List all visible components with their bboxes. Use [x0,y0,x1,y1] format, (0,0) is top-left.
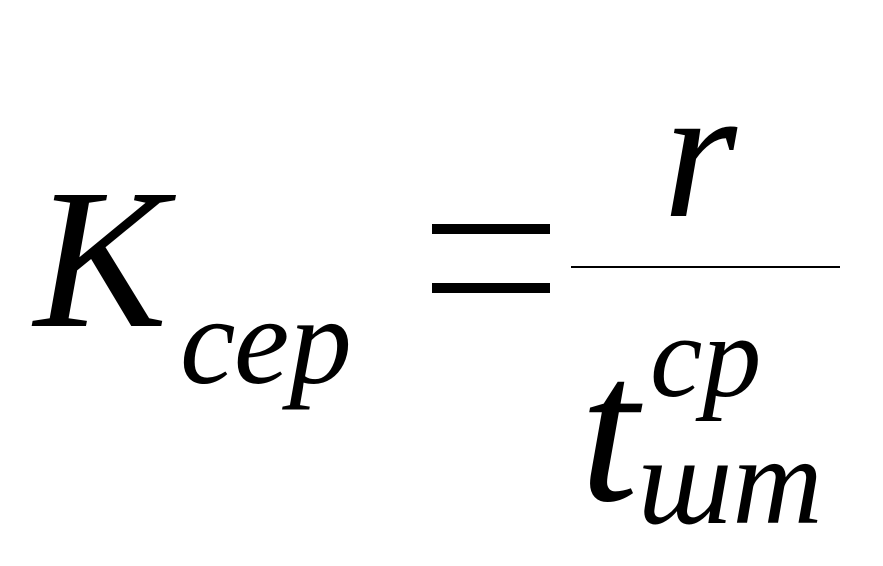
lhs-subscript: сер [180,273,352,411]
equals-bar-top [432,224,550,234]
denominator-symbol: t [580,314,639,546]
denominator-superscript: ср [650,291,762,422]
equals-bar-bottom [432,283,550,293]
equals-sign [432,224,550,294]
lhs-symbol: K [34,149,168,370]
fraction-line [571,266,840,268]
denominator-subscript: шт [638,413,823,551]
fraction-numerator: r [663,48,737,258]
